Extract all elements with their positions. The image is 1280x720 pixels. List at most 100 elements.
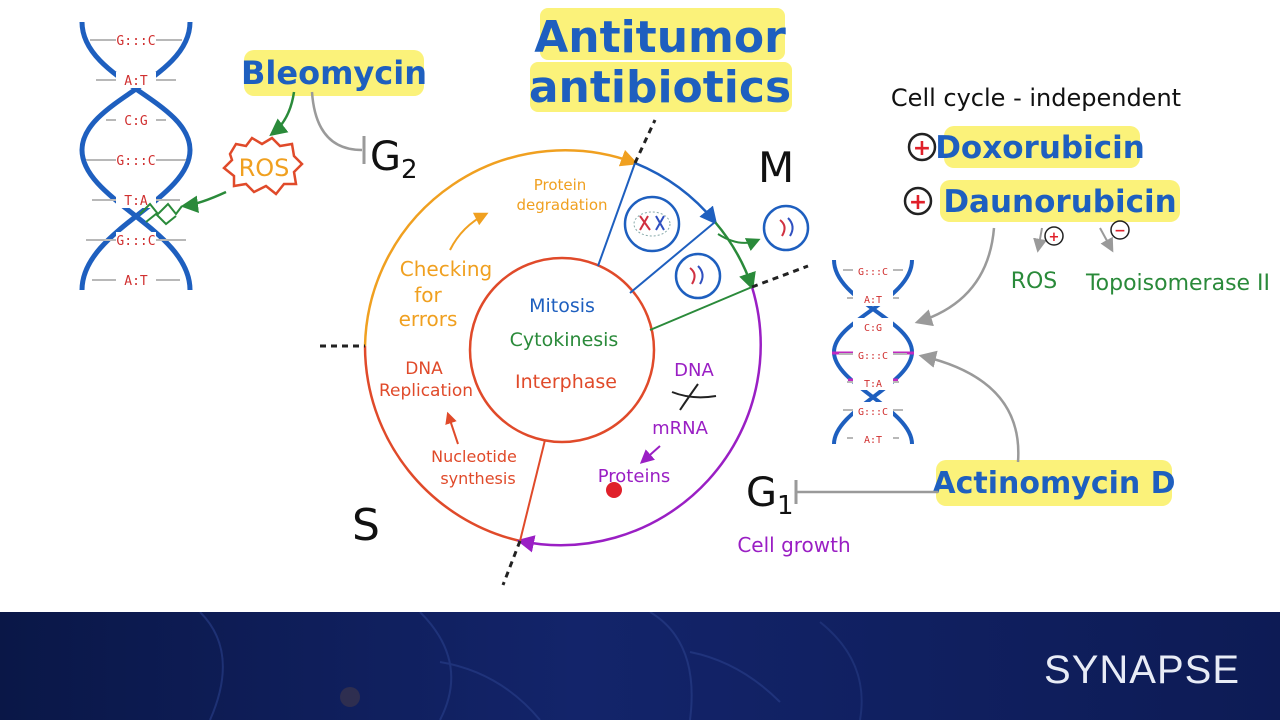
s-g1-divider <box>519 439 546 542</box>
checking-arrow <box>449 212 489 251</box>
topo-minus-badge <box>1110 220 1130 240</box>
cytokinesis-arc <box>714 221 756 291</box>
phase-g1-label: G1 <box>746 470 794 521</box>
inner-mitosis-label: Mitosis <box>529 295 595 317</box>
actinomycin-to-dna-arrow <box>918 350 1020 463</box>
division-arrow <box>717 233 761 251</box>
dna-right-base-bg <box>853 402 893 418</box>
protein-degradation-line1: Protein <box>534 176 587 194</box>
bleomycin-inhibits-g2 <box>310 91 363 152</box>
dna-right-base-bg <box>853 430 893 446</box>
ros-effect-label: ROS <box>1011 269 1058 294</box>
phase-g2-label: G2 <box>370 134 418 185</box>
dna-left-base-pair: C:G <box>124 114 148 129</box>
topoisomerase-label: Topoisomerase II <box>1085 271 1270 296</box>
cell-cycle: Mitosis Cytokinesis Interphase Protein d… <box>320 119 851 586</box>
daughter-cell-icon <box>762 204 810 252</box>
bleomycin-group: Bleomycin ROS <box>139 50 427 226</box>
dna-right-base-pair: C:G <box>864 323 882 334</box>
mrna-label: mRNA <box>652 418 709 439</box>
dna-break-marks <box>139 202 183 226</box>
pointer-dot <box>606 482 622 498</box>
dna-left-base-bg <box>116 152 156 168</box>
dna-right-base-bg <box>853 318 893 334</box>
dna-left-base-bg <box>116 192 156 208</box>
dna-left-base-bg <box>116 112 156 128</box>
title: Antitumor antibiotics <box>529 8 792 113</box>
checking-line1: Checking <box>400 257 492 281</box>
dna-helix-right: G:::CA:TC:GG:::CT:AG:::CA:T <box>831 259 915 446</box>
dashed-boundary-g1s <box>501 540 522 586</box>
bleomycin-highlight <box>244 50 424 96</box>
dashed-boundary-mg1 <box>751 264 809 289</box>
phase-m-label: M <box>758 143 794 192</box>
title-highlight-2 <box>530 62 792 112</box>
dna-right-base-pair: T:A <box>864 379 882 390</box>
translation-arrow <box>639 445 661 464</box>
dna-right-base-bg <box>853 346 893 362</box>
synapse-brand-logo: SYNAPSE <box>1044 648 1240 692</box>
ros-to-dna-arrow <box>180 190 227 213</box>
dna-right-base-pair: G:::C <box>858 351 888 362</box>
m-divider <box>597 162 636 267</box>
ros-plus-sign: + <box>1049 230 1060 245</box>
to-ros-arrow <box>1033 227 1047 253</box>
topo-minus-sign: − <box>1114 223 1126 239</box>
actinomycin-highlight <box>936 460 1172 506</box>
cycle-independent-group: Cell cycle - independent + Doxorubicin +… <box>891 84 1270 327</box>
g2-phase-arc <box>363 149 639 347</box>
dna-right-base-bg <box>853 374 893 390</box>
dashed-boundary-g2m <box>633 119 657 164</box>
inner-circle <box>468 256 656 444</box>
dna-left-base-pair: G:::C <box>116 34 155 49</box>
dna-left-base-bg <box>116 32 156 48</box>
title-line1: Antitumor <box>534 12 786 63</box>
title-highlight-1 <box>540 8 785 60</box>
transcription-block-x <box>671 383 717 411</box>
dna-helix-left: G:::CA:TC:GG:::CT:AG:::CA:T <box>79 21 193 291</box>
daunorubicin-to-dna-arrow <box>914 227 996 327</box>
doxorubicin-plus-icon <box>907 132 937 162</box>
dna-left-base-bg <box>116 72 156 88</box>
dna-right-base-bg <box>853 290 893 306</box>
checking-line2: for <box>414 283 442 307</box>
doxorubicin-plus-sign: + <box>913 136 931 161</box>
daunorubicin-plus-sign: + <box>909 190 927 215</box>
mitosis-cell-icon <box>623 195 681 253</box>
dna-right-base-pair: A:T <box>864 435 882 446</box>
ros-label: ROS <box>239 154 290 182</box>
doxorubicin-label: Doxorubicin <box>935 130 1145 166</box>
footer-banner: SYNAPSE <box>0 612 1280 720</box>
s-phase-arc <box>363 345 521 543</box>
inner-cytokinesis-label: Cytokinesis <box>510 329 619 351</box>
bleomycin-label: Bleomycin <box>241 54 427 92</box>
dna-right-base-pair: G:::C <box>858 407 888 418</box>
footer-background-pattern <box>199 612 863 720</box>
daunorubicin-label: Daunorubicin <box>943 184 1176 220</box>
dna-right-base-bg <box>853 262 893 278</box>
inner-interphase-label: Interphase <box>515 371 617 393</box>
dna-right-base-pair: G:::C <box>858 267 888 278</box>
cycle-independent-label: Cell cycle - independent <box>891 84 1181 112</box>
dna-replication-line2: Replication <box>379 381 473 401</box>
actinomycin-group: Actinomycin D <box>794 350 1176 506</box>
g1-phase-arc <box>516 286 762 553</box>
m-phase-arc <box>634 161 718 225</box>
daunorubicin-plus-icon <box>903 186 933 216</box>
dna-right-base-pair: A:T <box>864 295 882 306</box>
nucleotide-line2: synthesis <box>440 469 515 488</box>
title-line2: antibiotics <box>529 62 791 113</box>
bleomycin-to-ros-arrow <box>269 91 296 137</box>
phase-s-label: S <box>352 500 380 551</box>
doxorubicin-highlight <box>944 126 1140 168</box>
protein-degradation-line2: degradation <box>516 196 607 214</box>
dna-replication-line1: DNA <box>405 359 443 379</box>
dna-left-base-bg <box>116 232 156 248</box>
proteins-label: Proteins <box>598 466 670 487</box>
actinomycin-label: Actinomycin D <box>932 466 1175 501</box>
mitosis-divider <box>629 221 716 294</box>
checking-line3: errors <box>399 307 458 331</box>
ros-plus-badge <box>1044 226 1064 246</box>
cytokinesis-divider <box>649 286 753 331</box>
